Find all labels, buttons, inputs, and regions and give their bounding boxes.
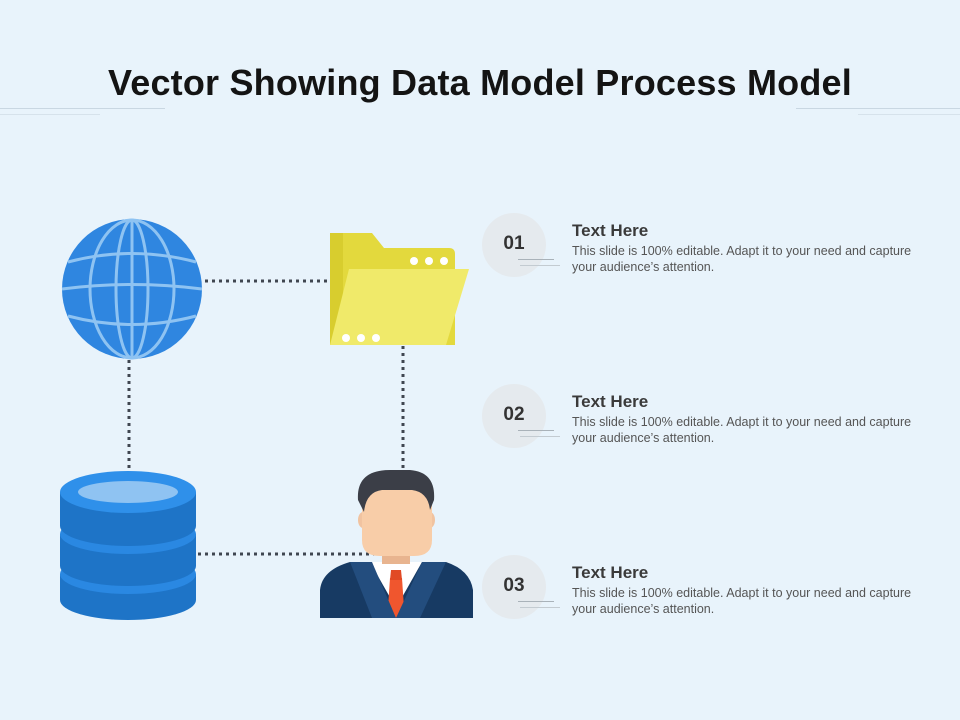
list-item-01: 01 Text Here This slide is 100% editable… xyxy=(480,213,930,283)
item-heading: Text Here xyxy=(572,563,649,582)
item-number: 03 xyxy=(503,575,525,596)
list-item-03: 03 Text Here This slide is 100% editable… xyxy=(480,555,930,625)
database-icon xyxy=(60,471,196,620)
title-divider-left-secondary xyxy=(0,114,100,115)
number-underline xyxy=(518,259,554,260)
list-item-02: 02 Text Here This slide is 100% editable… xyxy=(480,384,930,454)
number-underline xyxy=(518,601,554,602)
number-circle xyxy=(482,384,546,448)
globe-icon xyxy=(61,218,203,360)
number-circle xyxy=(482,213,546,277)
number-underline-secondary xyxy=(520,265,560,266)
number-underline xyxy=(518,430,554,431)
item-description: This slide is 100% editable. Adapt it to… xyxy=(572,586,912,616)
number-underline-secondary xyxy=(520,607,560,608)
item-description: This slide is 100% editable. Adapt it to… xyxy=(572,415,912,445)
item-number: 01 xyxy=(503,233,525,254)
page-title: Vector Showing Data Model Process Model xyxy=(108,62,852,103)
item-heading: Text Here xyxy=(572,392,649,411)
title-divider-left xyxy=(0,108,165,109)
item-number: 02 xyxy=(503,404,525,425)
number-circle xyxy=(482,555,546,619)
title-divider-right xyxy=(796,108,960,109)
item-heading: Text Here xyxy=(572,221,649,240)
number-underline-secondary xyxy=(520,436,560,437)
item-description: This slide is 100% editable. Adapt it to… xyxy=(572,244,912,274)
connector-lines xyxy=(127,279,405,556)
folder-icon xyxy=(330,233,469,345)
person-icon xyxy=(320,470,473,618)
title-divider-right-secondary xyxy=(858,114,960,115)
